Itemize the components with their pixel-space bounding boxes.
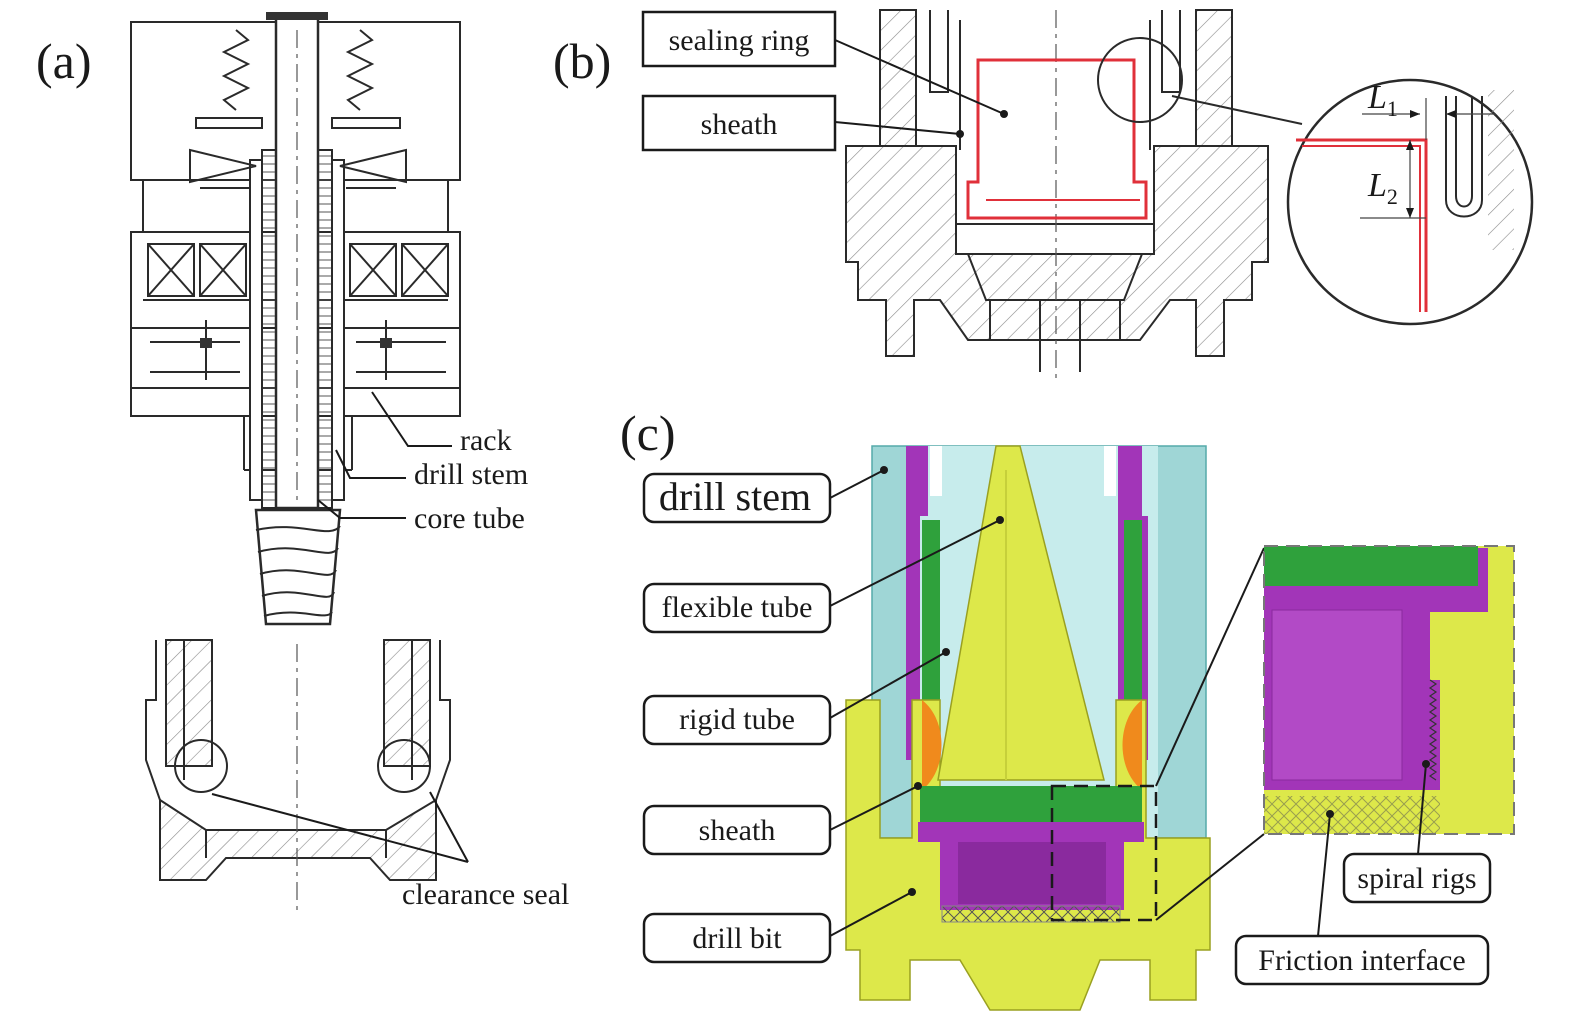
callout-sealing-ring: sealing ring <box>669 24 810 57</box>
panel-b-label: (b) <box>553 33 611 89</box>
panel-a-label: (a) <box>36 33 92 89</box>
drill-bit-leader <box>829 891 913 937</box>
callout-flexible-tube: flexible tube <box>662 591 813 624</box>
callout-box-friction-interface <box>1234 934 1490 986</box>
callout-box-sealing-ring <box>641 10 837 68</box>
panel-a-upper-drawing <box>130 12 461 626</box>
drill-stem-c-leader <box>829 469 885 499</box>
callout-spiral-rigs: spiral rigs <box>1357 862 1476 895</box>
callout-drill-bit: drill bit <box>692 922 782 955</box>
callout-box-drill-bit <box>642 912 832 964</box>
friction-interface-leader <box>1317 813 1331 937</box>
callout-drill-stem-c: drill stem <box>659 474 811 519</box>
callout-box-sheath-b <box>641 94 837 152</box>
spiral-rigs-leader <box>1417 763 1427 855</box>
sheath-b-leader <box>834 121 961 135</box>
callout-box-rigid-tube <box>642 694 832 746</box>
core-tube-leader <box>317 499 406 519</box>
callout-core-tube: core tube <box>414 502 525 535</box>
panel-c-label: (c) <box>620 405 676 461</box>
clearance-seal-leader <box>211 791 469 863</box>
callout-rack: rack <box>460 424 512 457</box>
panel-a-lower-drawing <box>145 639 451 910</box>
callout-drill-stem: drill stem <box>414 458 528 491</box>
callout-friction-interface: Friction interface <box>1258 944 1465 977</box>
panel-b-drawing <box>845 9 1534 380</box>
callout-box-spiral-rigs <box>1342 852 1492 904</box>
panel-c-cad-model <box>845 445 1515 1011</box>
callout-sheath-b: sheath <box>701 108 778 141</box>
rack-leader <box>371 391 452 447</box>
panel-b: (b) <box>553 9 1534 380</box>
sealing-ring-leader <box>834 39 1005 115</box>
rigid-tube-leader <box>829 651 947 719</box>
panel-c-detail <box>1263 545 1515 835</box>
callout-clearance-seal: clearance seal <box>402 878 569 911</box>
callout-rigid-tube: rigid tube <box>679 703 795 736</box>
panel-a: (a) <box>36 12 569 911</box>
callout-box-flexible-tube <box>642 582 832 634</box>
callout-sheath-c: sheath <box>699 814 776 847</box>
panel-c: (c) <box>620 405 1515 1011</box>
sheath-c-leader <box>829 785 919 831</box>
flexible-tube-leader <box>829 519 1001 607</box>
dim-L2: L2 <box>1367 167 1398 209</box>
dim-L1: L1 <box>1367 79 1398 121</box>
drill-stem-leader <box>335 449 406 479</box>
